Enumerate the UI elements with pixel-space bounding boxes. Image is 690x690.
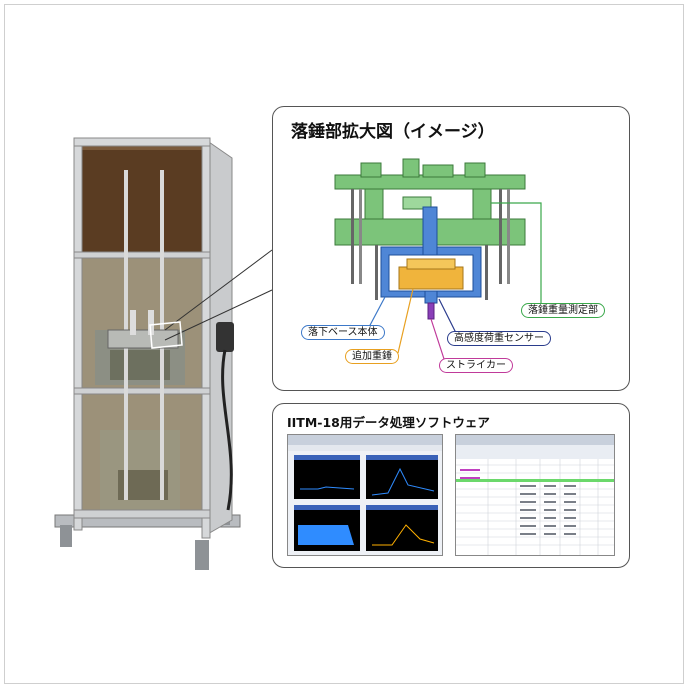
callout-sensor: 高感度荷重センサー bbox=[447, 331, 551, 346]
callout-striker: ストライカー bbox=[439, 358, 513, 373]
callout-added-weight: 追加重錘 bbox=[345, 349, 399, 364]
callout-drop-base: 落下ベース本体 bbox=[301, 325, 385, 340]
software-panel: IITM-18用データ処理ソフトウェア bbox=[272, 403, 630, 568]
callout-weight-measure: 落錘重量測定部 bbox=[521, 303, 605, 318]
image-frame bbox=[4, 4, 684, 684]
table-screenshot-graphic bbox=[456, 435, 614, 555]
software-table-screenshot bbox=[455, 434, 615, 556]
graph-screenshot-graphic bbox=[288, 435, 442, 551]
drop-weight-diagram bbox=[334, 158, 542, 363]
detail-panel-title: 落錘部拡大図（イメージ） bbox=[291, 122, 495, 142]
software-panel-title: IITM-18用データ処理ソフトウェア bbox=[287, 415, 490, 430]
software-graph-screenshot bbox=[287, 434, 443, 556]
detail-diagram-panel: 落錘部拡大図（イメージ） 落下ベース本体 追加 bbox=[272, 106, 630, 391]
